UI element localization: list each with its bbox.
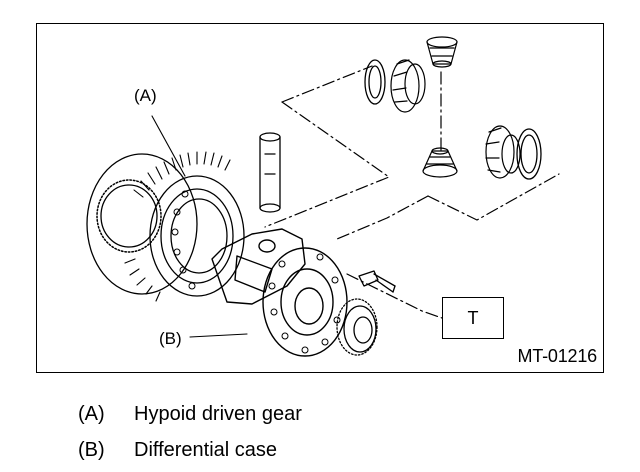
legend-key: (A) [78, 402, 105, 425]
figure-id: MT-01216 [517, 346, 598, 366]
gear-bolt-holes [171, 190, 196, 290]
legend-key: (B) [78, 438, 105, 461]
exploded-view-figure: (A) (B) T MT-01216 [36, 23, 604, 373]
side-bearing [336, 298, 378, 356]
callout-a: (A) [134, 86, 157, 105]
legend-item: (B) Differential case [78, 432, 302, 468]
hypoid-driven-gear [86, 151, 245, 302]
diagram-drawing [86, 36, 560, 357]
differential-pinion-gears [422, 36, 458, 178]
legend-label: Hypoid driven gear [134, 402, 302, 425]
legend-item: (A) Hypoid driven gear [78, 396, 302, 432]
legend-label: Differential case [134, 438, 278, 461]
pinion-shaft [259, 132, 281, 213]
callout-b: (B) [159, 329, 182, 348]
side-gears [390, 59, 521, 179]
bolt [358, 270, 396, 293]
callout-t: T [442, 297, 504, 339]
assembly-lines [264, 65, 560, 319]
thrust-washers [364, 59, 542, 180]
legend: (A) Hypoid driven gear (B) Differential … [78, 396, 302, 468]
leader-lines [151, 115, 248, 338]
gear-teeth [124, 151, 231, 302]
case-bolt-holes [268, 253, 341, 354]
